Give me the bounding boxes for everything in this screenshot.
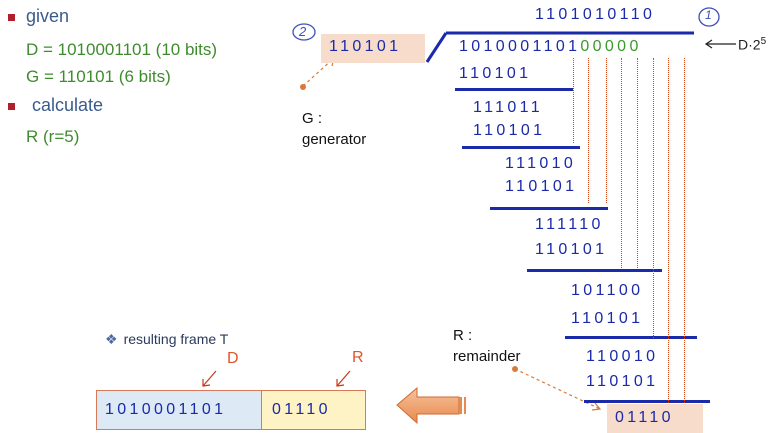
given-heading: given [26,6,70,26]
frame-d-arrow [202,370,217,387]
step-line [462,146,580,149]
bring-down-line [621,58,622,268]
bring-down-line [637,58,638,268]
dividend-padding: 00000 [580,38,642,55]
step-two-number: 2 [299,24,307,39]
frame-crc-segment: 01110 [261,390,366,430]
dividend-label-base: D·2 [738,36,761,53]
d-value-line: D = 1010001101 (10 bits) [26,40,218,59]
step-subtract: 110101 [571,310,644,327]
step-line [527,269,662,272]
divisor-box [321,34,425,63]
step-value: 111110 [535,216,604,233]
step-subtract: 110101 [586,373,659,390]
g-dot [300,84,306,90]
frame-data-bits: 1010001101 [105,401,227,418]
step-value: 101100 [571,282,644,299]
frame-data-segment: 1010001101 [96,390,262,430]
dividend-label-exponent: 5 [760,36,767,47]
step-subtract: 110101 [459,65,532,82]
remainder-box [607,404,703,433]
remainder: 01110 [615,409,674,426]
r-value-line: R (r=5) [26,127,80,146]
division-bracket-slash [425,32,448,63]
step-value: 110010 [586,348,659,365]
bullet-marker [8,103,15,110]
frame-title: ❖ resulting frame T [105,331,228,348]
step-value: 111011 [473,99,543,116]
result-arrow-icon [396,386,466,425]
bring-down-line [668,58,669,403]
step-line [584,400,710,403]
bring-down-line [606,58,607,203]
step-value: 111010 [505,155,577,172]
dividend-data: 1010001101 [459,38,581,55]
generator-label: G : generator [302,110,367,148]
quotient: 1101010110 [535,6,656,23]
step-line [565,336,697,339]
g-dashed-arrow [302,57,335,87]
step-one-circle [698,7,720,27]
step-subtract: 110101 [473,122,546,139]
step-two-circle [292,23,316,41]
frame-r-arrow [336,370,351,387]
bring-down-line [573,58,574,143]
r-dot [512,366,518,372]
bullet-marker [8,14,15,21]
frame-d-label: D [227,350,239,367]
step-subtract: 110101 [535,241,608,258]
step-one-number: 1 [705,8,712,22]
remainder-label: R : remainder [453,327,521,365]
bring-down-line [653,58,654,338]
divisor: 110101 [329,38,402,55]
bring-down-line [684,58,685,403]
g-value-line: G = 110101 (6 bits) [26,67,171,86]
calculate-heading: calculate [32,95,104,115]
frame-title-text: resulting frame T [123,331,229,347]
dividend: 101000110100000 [459,38,642,56]
dividend-label: D·25 [738,36,766,53]
step-subtract: 110101 [505,178,578,195]
diamond-bullet-icon: ❖ [105,331,118,347]
frame-r-label: R [352,349,364,366]
frame-crc-bits: 01110 [272,401,331,418]
step-line [455,88,573,91]
step-line [490,207,608,210]
bring-down-line [588,58,589,203]
